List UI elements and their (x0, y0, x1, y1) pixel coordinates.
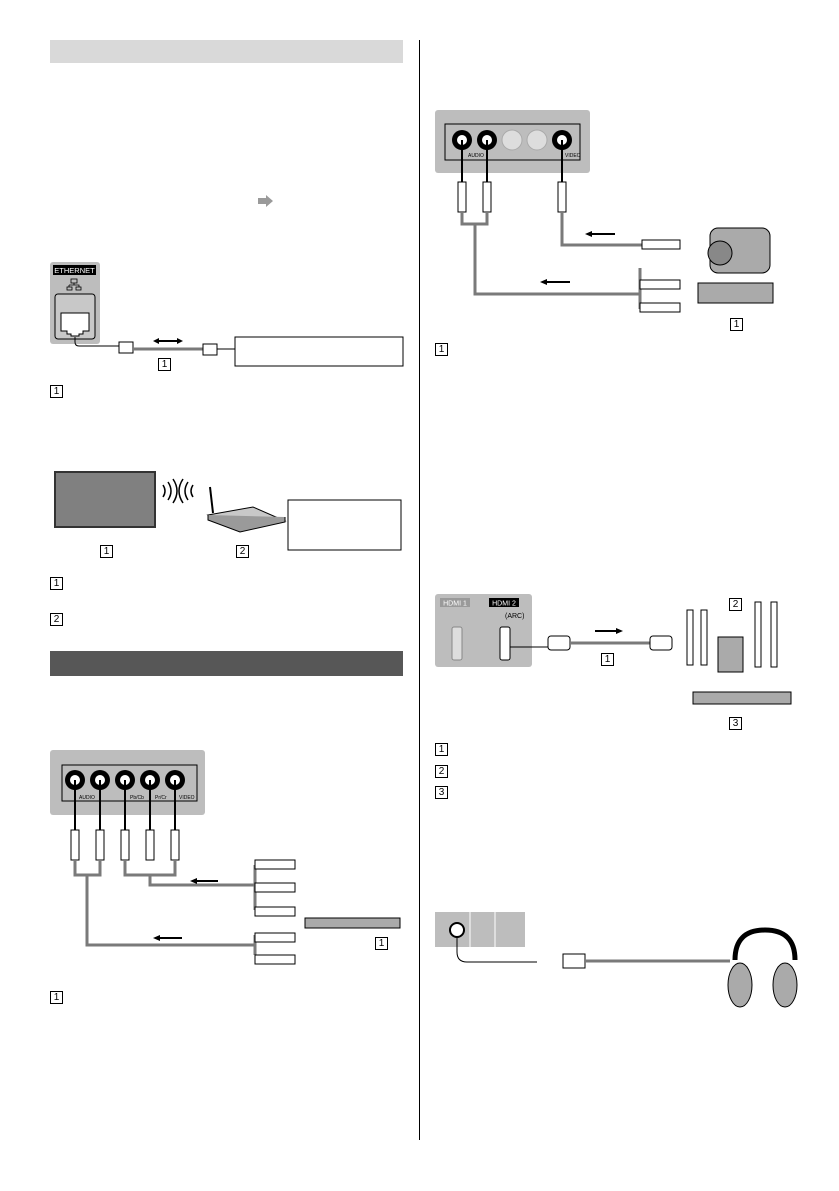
headphone-jack-icon (449, 922, 465, 938)
hdmi-input-icon (499, 626, 511, 661)
section-header-av (50, 651, 403, 676)
router-icon (206, 486, 287, 533)
hdmi-input-icon (451, 626, 463, 661)
legend-callout-3: 3 (435, 786, 448, 799)
pr-label: Pr/Cr (155, 795, 167, 801)
ethernet-diagram: ETHERNET (50, 262, 404, 367)
callout-3: 3 (729, 717, 742, 730)
callout-1: 1 (158, 358, 171, 371)
callout-2: 2 (729, 598, 742, 611)
arrow-right-icon (258, 195, 273, 207)
section-header-network (50, 40, 403, 63)
legend-callout-2: 2 (435, 765, 448, 778)
legend-callout-1: 1 (50, 577, 63, 590)
wireless-diagram (54, 471, 402, 551)
video-label: VIDEO (565, 153, 581, 159)
av-diagram: AUDIO VIDEO (435, 110, 774, 313)
wifi-waves-icon (162, 478, 194, 504)
callout-1: 1 (730, 318, 743, 331)
legend-callout-1: 1 (435, 743, 448, 756)
component-diagram: AUDIO Pb/Cb Pr/Cr VIDEO (50, 750, 401, 965)
column-divider (419, 40, 420, 1140)
legend-callout-2: 2 (50, 613, 63, 626)
headphones-icon (727, 927, 798, 1008)
hdmi1-label: HDMI 1 (443, 601, 467, 608)
audio-label: AUDIO (79, 795, 95, 801)
callout-1: 1 (100, 545, 113, 558)
double-arrow-icon (153, 338, 183, 344)
legend-callout-1: 1 (50, 385, 63, 398)
hdmi2-label: HDMI 2 (492, 601, 516, 608)
arc-label: (ARC) (505, 613, 524, 620)
ethernet-port-label: ETHERNET (54, 266, 95, 275)
audio-label: AUDIO (468, 153, 484, 159)
hdmi-diagram: HDMI 1 HDMI 2 (ARC) (435, 594, 792, 705)
legend-callout-1: 1 (435, 343, 448, 356)
callout-2: 2 (236, 545, 249, 558)
pb-label: Pb/Cb (130, 795, 144, 801)
callout-1: 1 (601, 653, 614, 666)
headphones-diagram (435, 912, 798, 1008)
lan-icon (66, 278, 82, 291)
callout-1: 1 (375, 937, 388, 950)
video-label: VIDEO (179, 795, 195, 801)
legend-callout-1: 1 (50, 991, 63, 1004)
camcorder-icon (707, 227, 771, 274)
